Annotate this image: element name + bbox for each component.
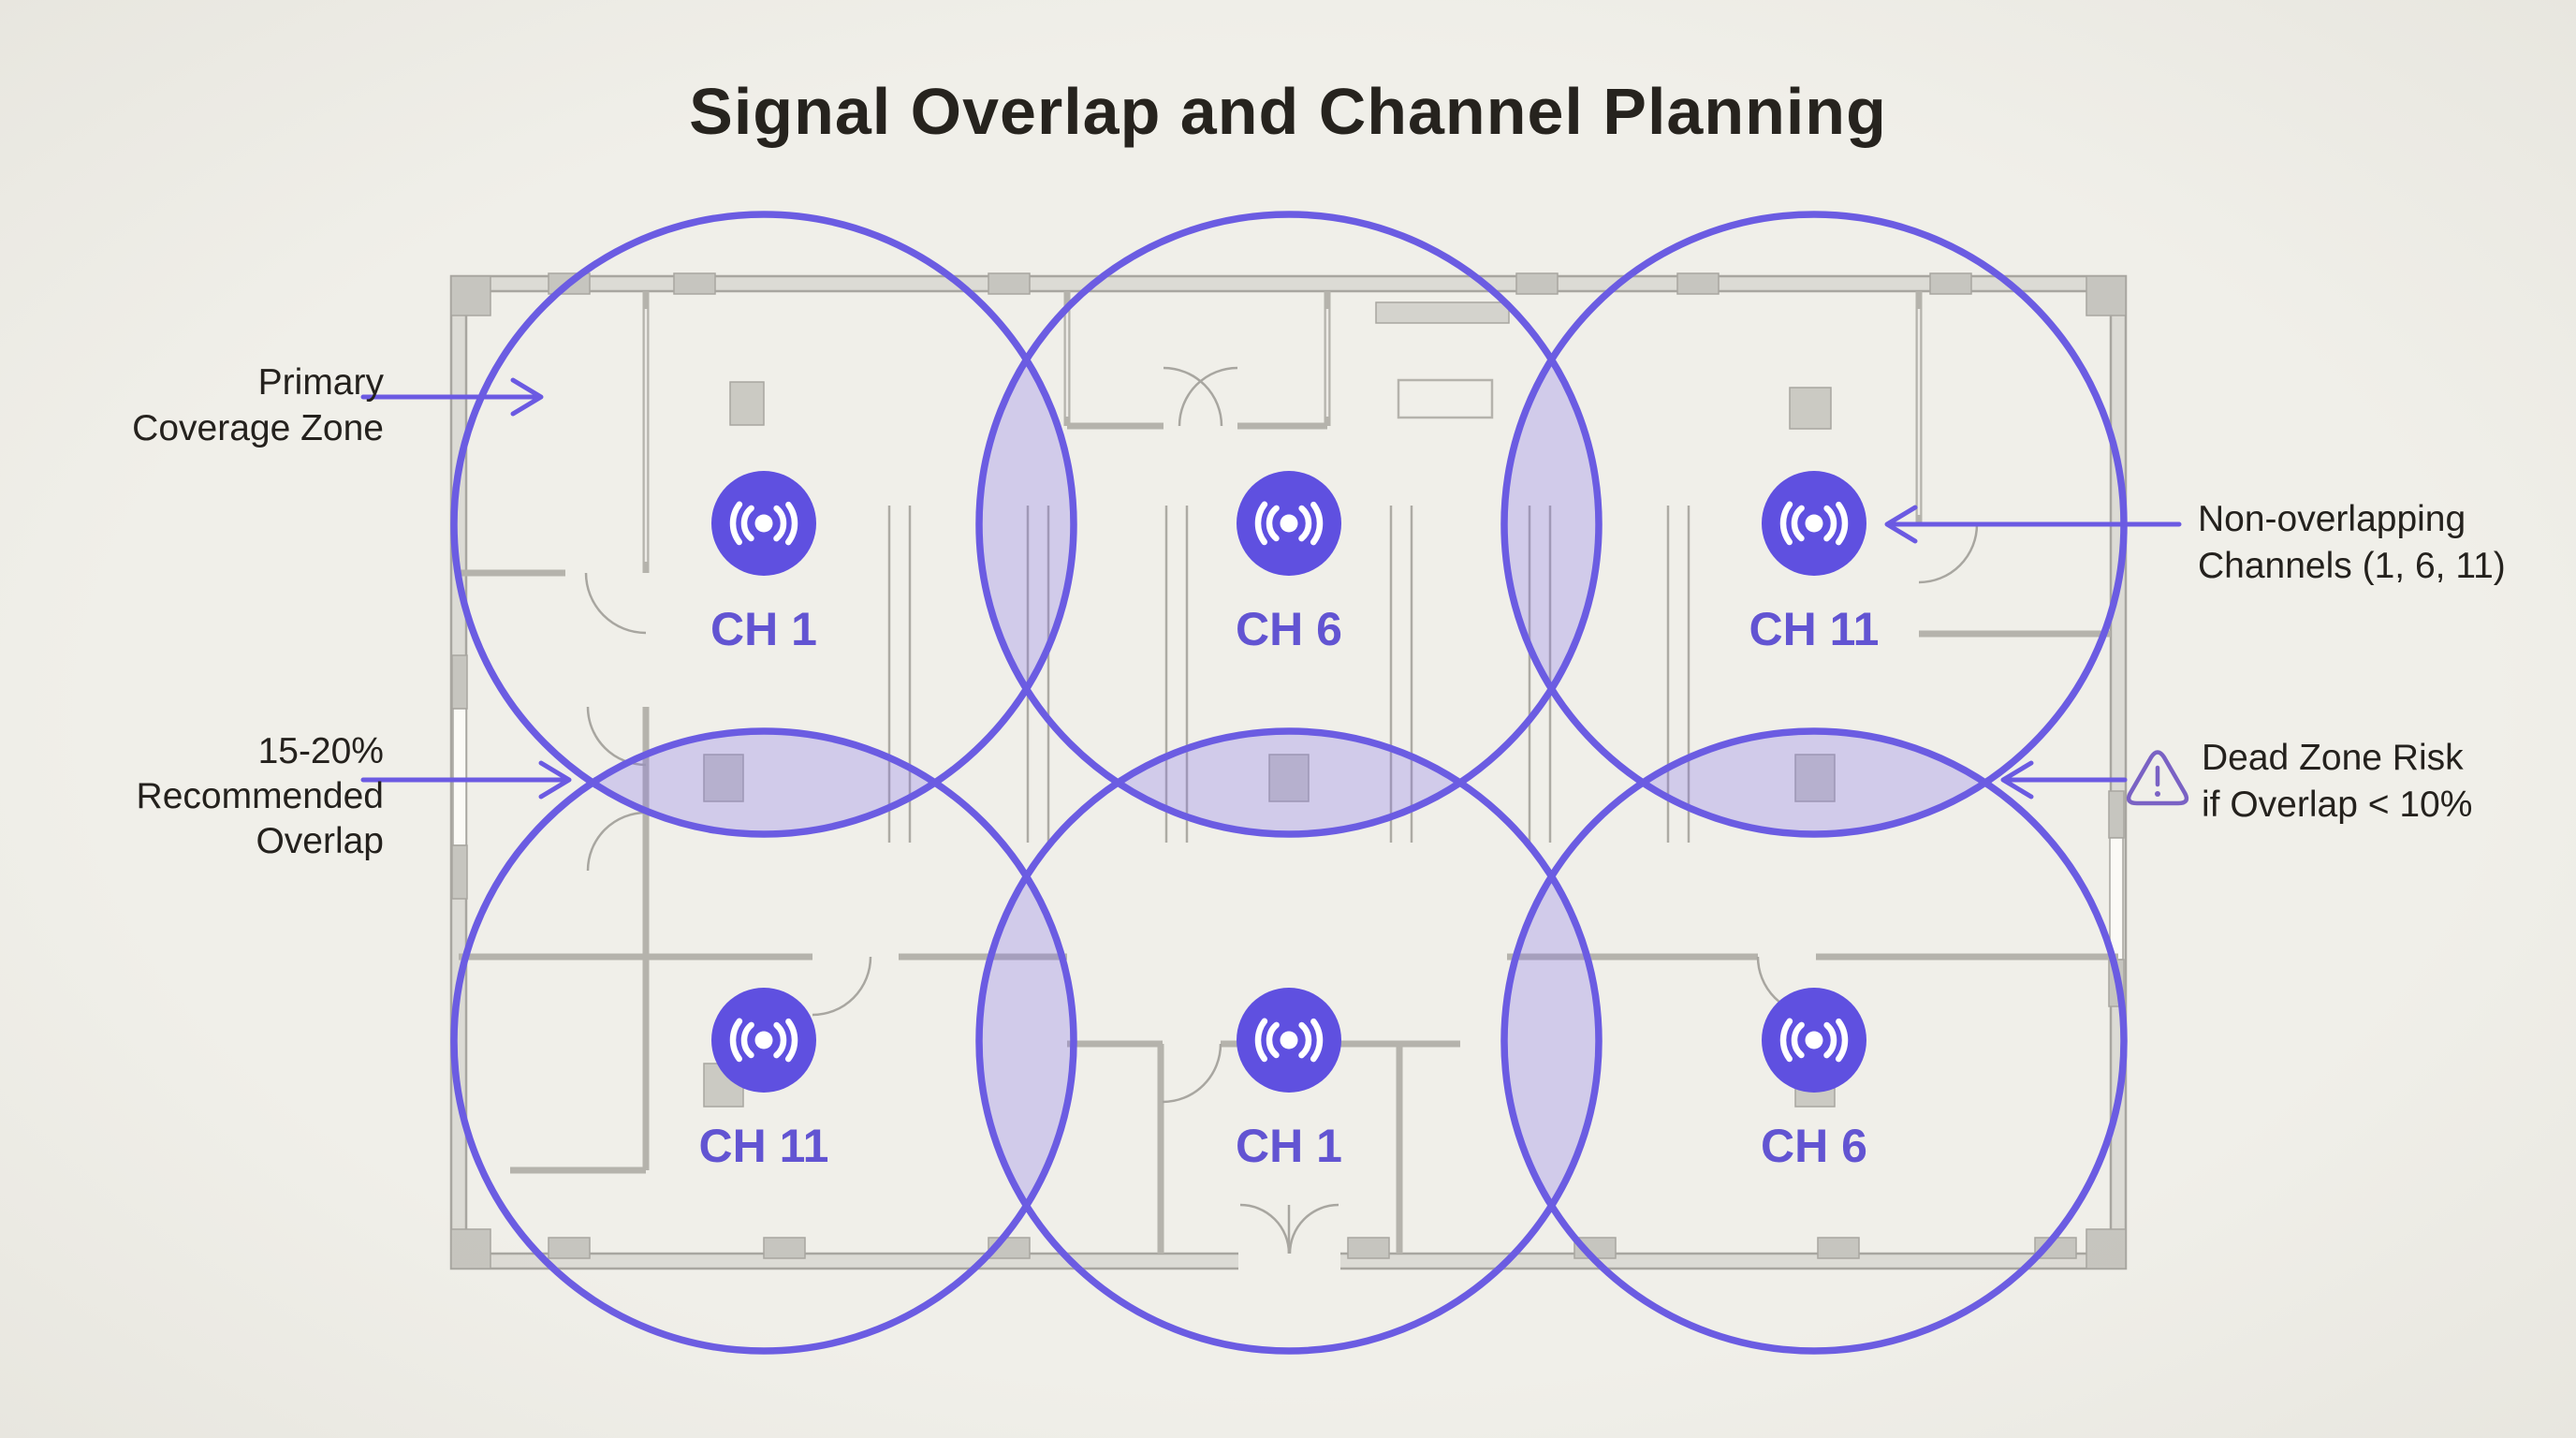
- radio-signal-icon: [711, 471, 816, 576]
- radio-signal-icon: [1237, 988, 1341, 1093]
- channel-label: CH 1: [710, 603, 817, 655]
- annotation-line: Channels (1, 6, 11): [2198, 546, 2506, 586]
- channel-label: CH 11: [1749, 603, 1880, 655]
- annotation-line: Non-overlapping: [2198, 499, 2466, 539]
- annotation-line: Coverage Zone: [132, 408, 384, 448]
- radio-signal-icon: [1762, 988, 1866, 1093]
- channel-label: CH 6: [1761, 1120, 1867, 1172]
- radio-signal-icon: [1762, 471, 1866, 576]
- radio-signal-icon: [1237, 471, 1341, 576]
- channel-label: CH 6: [1236, 603, 1342, 655]
- annotation-line: Dead Zone Risk: [2202, 738, 2464, 778]
- channel-label: CH 1: [1236, 1120, 1342, 1172]
- channel-label: CH 11: [699, 1120, 829, 1172]
- radio-signal-icon: [711, 988, 816, 1093]
- page-title: Signal Overlap and Channel Planning: [689, 75, 1887, 148]
- annotation-line: if Overlap < 10%: [2202, 785, 2472, 825]
- annotation-line: 15-20%: [258, 731, 384, 771]
- wall-left-window: [451, 654, 468, 900]
- annotation-line: Primary: [258, 362, 385, 403]
- annotation-line: Overlap: [256, 821, 384, 861]
- annotation-line: Recommended: [137, 776, 384, 816]
